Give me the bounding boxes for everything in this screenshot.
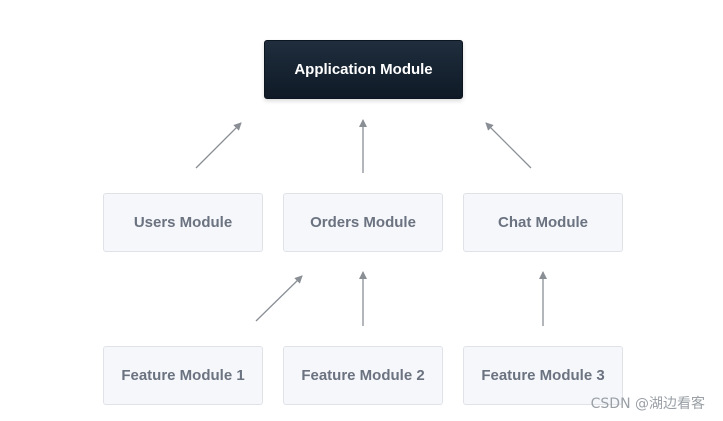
arrow-feature1-to-orders	[255, 275, 303, 322]
feature-module-2-label: Feature Module 2	[301, 367, 425, 384]
feature-module-1-label: Feature Module 1	[121, 367, 245, 384]
feature-module-3-box: Feature Module 3	[463, 346, 623, 405]
chat-module-label: Chat Module	[498, 214, 588, 231]
application-module-label: Application Module	[294, 61, 433, 78]
arrow-users-to-application	[195, 122, 242, 169]
users-module-box: Users Module	[103, 193, 263, 252]
orders-module-label: Orders Module	[310, 214, 416, 231]
arrow-chat-to-application	[485, 122, 532, 169]
application-module-box: Application Module	[264, 40, 463, 99]
feature-module-2-box: Feature Module 2	[283, 346, 443, 405]
feature-module-3-label: Feature Module 3	[481, 367, 605, 384]
watermark-text: CSDN @湖边看客	[590, 396, 705, 412]
feature-module-1-box: Feature Module 1	[103, 346, 263, 405]
chat-module-box: Chat Module	[463, 193, 623, 252]
orders-module-box: Orders Module	[283, 193, 443, 252]
users-module-label: Users Module	[133, 214, 233, 231]
